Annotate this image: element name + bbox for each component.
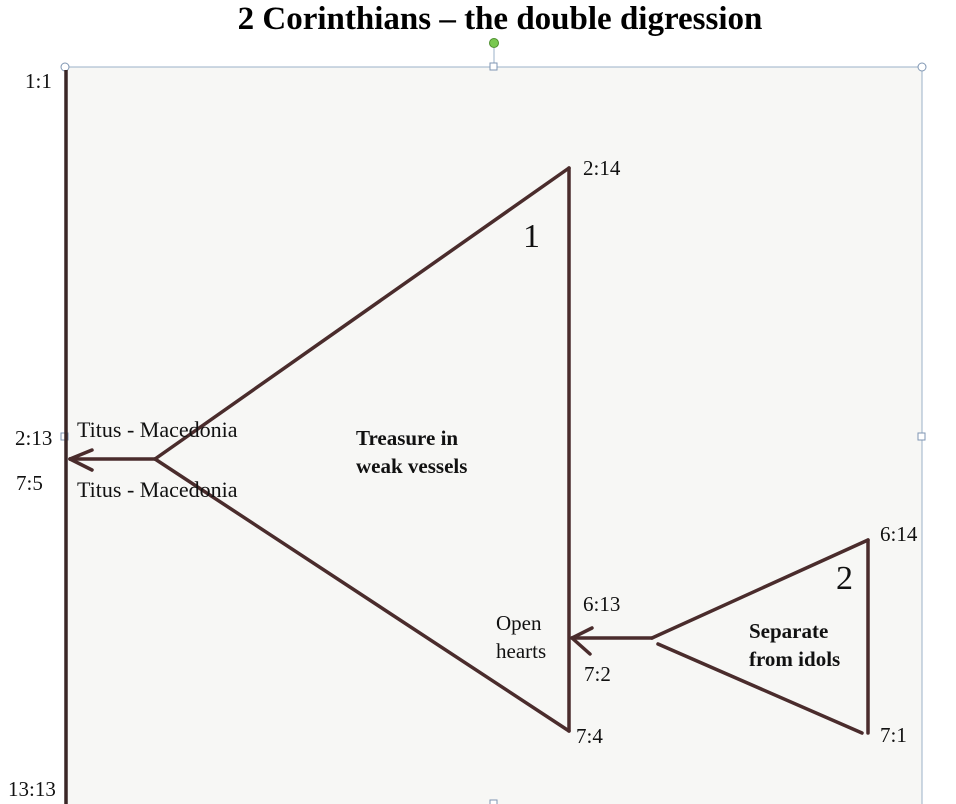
resize-handle-top-right[interactable] xyxy=(917,62,927,72)
resize-handle-bottom[interactable] xyxy=(489,799,498,804)
return-arrow-2 xyxy=(570,626,654,656)
ref-start: 1:1 xyxy=(25,69,52,93)
digression-1-triangle xyxy=(153,166,571,733)
ref-d1-left-bottom: 7:2 xyxy=(584,662,611,686)
resize-handle-top-left[interactable] xyxy=(60,62,70,72)
label-titus-bottom: Titus - Macedonia xyxy=(77,477,238,502)
ref-main-left-bottom: 7:5 xyxy=(16,471,43,495)
ref-d1-top: 2:14 xyxy=(583,156,621,180)
digression-2-number: 2 xyxy=(836,560,853,597)
ref-d2-bottom: 7:1 xyxy=(880,723,907,747)
ref-d2-top: 6:14 xyxy=(880,522,918,546)
rotate-handle[interactable] xyxy=(489,38,499,48)
digression-1-theme-line2: weak vessels xyxy=(356,454,467,478)
ref-d1-bottom: 7:4 xyxy=(576,724,603,748)
digression-2-theme-line2: from idols xyxy=(749,647,840,671)
resize-handle-top[interactable] xyxy=(489,62,498,71)
digression-2-triangle xyxy=(650,538,870,735)
page-title: 2 Corinthians – the double digression xyxy=(237,1,763,37)
ref-d1-left-top: 6:13 xyxy=(583,592,620,616)
digression-1-theme-line1: Treasure in xyxy=(356,426,458,450)
digression-1-number: 1 xyxy=(523,218,540,255)
label-open-line1: Open xyxy=(496,611,542,635)
label-titus-top: Titus - Macedonia xyxy=(77,417,238,442)
return-arrow-1 xyxy=(68,448,157,472)
ref-end: 13:13 xyxy=(8,777,56,801)
label-open-line2: hearts xyxy=(496,639,546,663)
digression-2-theme-line1: Separate xyxy=(749,619,828,643)
ref-main-left-top: 2:13 xyxy=(15,426,52,450)
resize-handle-right[interactable] xyxy=(917,432,926,441)
